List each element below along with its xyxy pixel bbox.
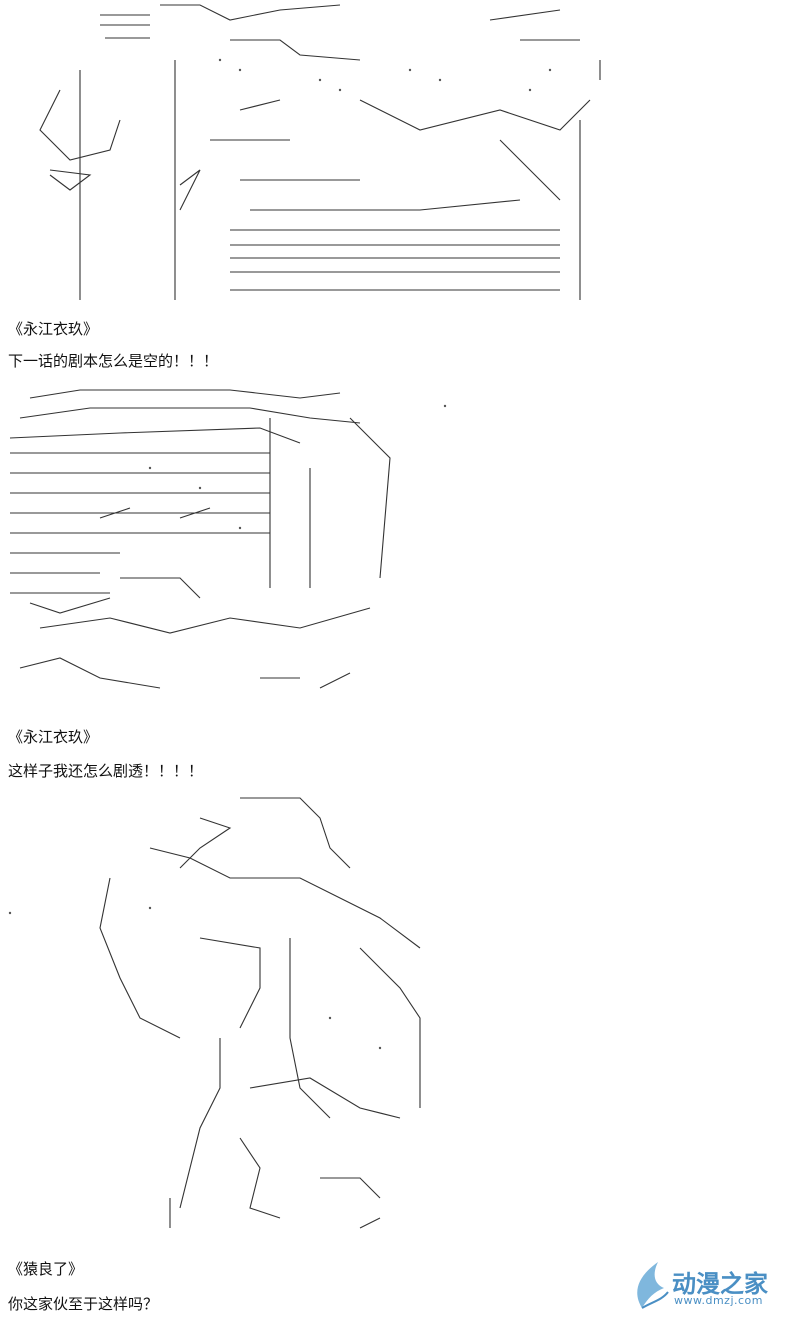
dialogue-line: 下一话的剧本怎么是空的！！！: [8, 352, 219, 370]
dmzj-logo-icon: [637, 1262, 669, 1309]
speaker-name: 《永江衣玖》: [8, 320, 99, 338]
ascii-art-panel-1: [39, 4, 601, 300]
dialogue-line: 这样子我还怎么剧透！！！！: [8, 762, 204, 780]
watermark-url: www.dmzj.com: [674, 1294, 763, 1307]
ascii-art-panel-3: [8, 797, 421, 1229]
speaker-name: 《永江衣玖》: [8, 728, 99, 746]
ascii-art-panel-2: [9, 389, 447, 689]
watermark: 动漫之家 www.dmzj.com: [628, 1258, 778, 1314]
watermark-brand: 动漫之家: [672, 1270, 768, 1298]
speaker-name: 《猿良了》: [8, 1260, 84, 1278]
dialogue-line: 你这家伙至于这样吗？: [8, 1295, 159, 1313]
